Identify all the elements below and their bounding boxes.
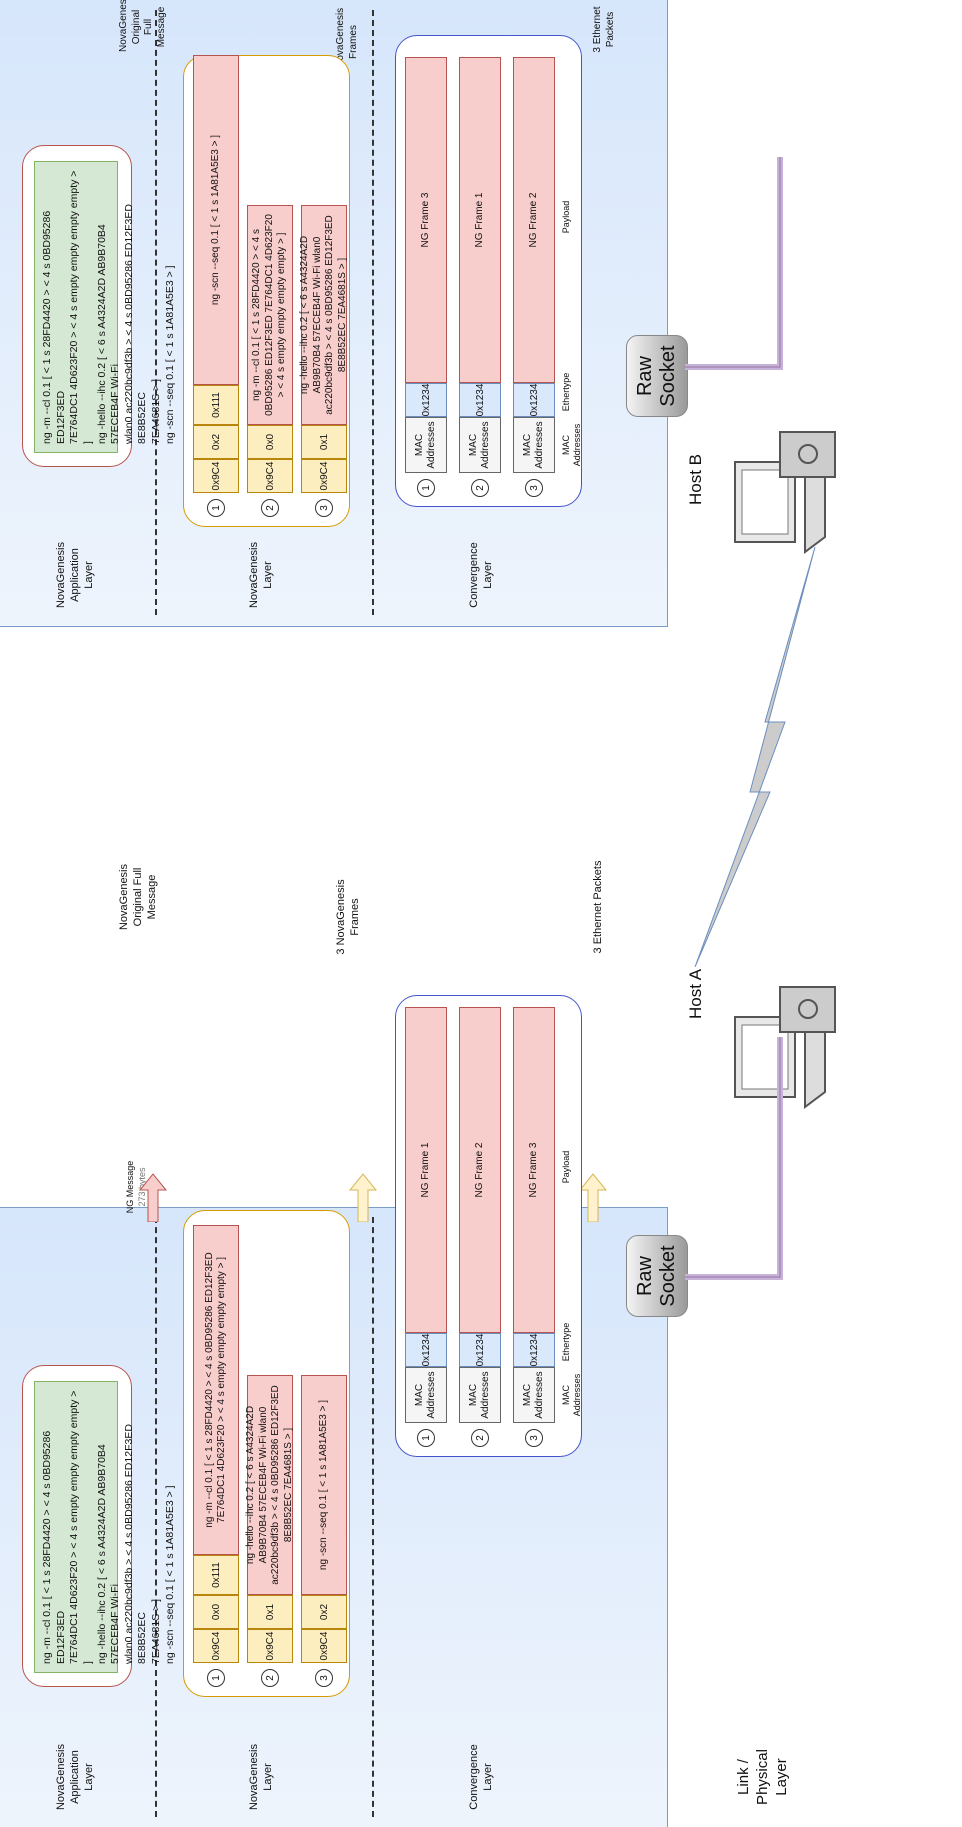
legend-ethertype: Ethertype (561, 1317, 572, 1367)
arrow-icon (578, 1172, 608, 1222)
legend-mac: MAC Addresses (561, 1367, 584, 1423)
frame-header-field: 0x1 (301, 425, 347, 459)
packet-number: 1 (417, 1429, 435, 1447)
ng-message-b: ng -m --cl 0.1 [ < 1 s 28FD4420 > < 4 s … (34, 161, 118, 453)
label-eth-packets-b: 3 Ethernet Packets (592, 2, 617, 57)
legend-ethertype: Ethertype (561, 367, 572, 417)
msg-line: ng -hello --ihc 0.2 [ < 6 s A4324A2D AB9… (96, 1390, 123, 1664)
msg-line: ng -hello --ihc 0.2 [ < 6 s A4324A2D AB9… (96, 170, 123, 444)
arrow-icon (138, 1172, 168, 1222)
frame-header-field: 0x0 (193, 1595, 239, 1629)
msg-line: 7EA4681S > ] (150, 1390, 164, 1664)
computer-icon (720, 422, 860, 562)
frame-number: 2 (261, 1669, 279, 1687)
frame-header-field: 0x9C4 (301, 1629, 347, 1663)
frame-payload: ng -scn --seq 0.1 [ < 1 s 1A81A5E3 > ] (193, 55, 239, 385)
msg-line: wlan0 ac220bc9df3b > < 4 s 0BD95286 ED12… (123, 170, 150, 444)
link-line-a (685, 1027, 795, 1287)
mac-addresses-field: MAC Addresses (405, 1367, 447, 1423)
frame-number: 3 (315, 499, 333, 517)
packet-number: 1 (417, 479, 435, 497)
arrow-icon (348, 1172, 378, 1222)
legend-payload: Payload (561, 1137, 572, 1197)
mac-addresses-field: MAC Addresses (459, 417, 501, 473)
label-eth-packets-a: 3 Ethernet Packets (592, 857, 606, 957)
link-line-b (685, 147, 795, 407)
frame-payload: ng -m --cl 0.1 [ < 1 s 28FD4420 > < 4 s … (193, 1225, 239, 1555)
packet-number: 2 (471, 1429, 489, 1447)
packet-payload: NG Frame 1 (459, 57, 501, 383)
msg-line: ng -m --cl 0.1 [ < 1 s 28FD4420 > < 4 s … (41, 170, 68, 444)
ethertype-field: 0x1234 (405, 1333, 447, 1367)
label-app-layer-b: NovaGenesis Application Layer (55, 535, 96, 615)
ethertype-field: 0x1234 (513, 1333, 555, 1367)
label-ng-layer-a: NovaGenesis Layer (248, 1737, 276, 1817)
label-conv-layer-a: Convergence Layer (468, 1737, 496, 1817)
label-app-layer-a: NovaGenesis Application Layer (55, 1737, 96, 1817)
ng-message-label-a: NG Message (125, 1152, 136, 1222)
legend-mac: MAC Addresses (561, 417, 584, 473)
ethertype-field: 0x1234 (513, 383, 555, 417)
mac-addresses-field: MAC Addresses (513, 417, 555, 473)
label-ng-layer-b: NovaGenesis Layer (248, 535, 276, 615)
packet-number: 3 (525, 1429, 543, 1447)
packet-payload: NG Frame 3 (513, 1007, 555, 1333)
msg-line: wlan0 ac220bc9df3b > < 4 s 0BD95286 ED12… (123, 1390, 150, 1664)
frame-header-field: 0x0 (247, 425, 293, 459)
label-link-layer: Link / Physical Layer (735, 1737, 791, 1817)
msg-line: 7E764DC1 4D623F20 > < 4 s empty empty em… (68, 170, 95, 444)
frame-header-field: 0x9C4 (301, 459, 347, 493)
host-a-label: Host A (686, 969, 706, 1019)
label-conv-layer-b: Convergence Layer (468, 535, 496, 615)
mac-addresses-field: MAC Addresses (513, 1367, 555, 1423)
packet-number: 3 (525, 479, 543, 497)
host-b-label: Host B (686, 454, 706, 505)
label-original-full-b: NovaGenesis Original Full Message (118, 2, 168, 52)
ethertype-field: 0x1234 (405, 383, 447, 417)
frame-header-field: 0x111 (193, 385, 239, 425)
packet-payload: NG Frame 3 (405, 57, 447, 383)
separator-ng-a (372, 1217, 374, 1817)
ng-message-a: ng -m --cl 0.1 [ < 1 s 28FD4420 > < 4 s … (34, 1381, 118, 1673)
separator-ng-b (372, 10, 374, 615)
frame-number: 1 (207, 499, 225, 517)
frame-header-field: 0x2 (301, 1595, 347, 1629)
frame-header-field: 0x1 (247, 1595, 293, 1629)
msg-line: 7EA4681S > ] (150, 170, 164, 444)
lightning-bolt-icon (690, 547, 870, 967)
msg-line: ng -m --cl 0.1 [ < 1 s 28FD4420 > < 4 s … (41, 1390, 68, 1664)
frame-header-field: 0x9C4 (247, 459, 293, 493)
raw-socket-b: Raw Socket (626, 335, 688, 417)
packet-payload: NG Frame 2 (459, 1007, 501, 1333)
msg-line: ng -scn --seq 0.1 [ < 1 s 1A81A5E3 > ] (164, 1390, 178, 1664)
frame-header-field: 0x9C4 (193, 1629, 239, 1663)
msg-line: 7E764DC1 4D623F20 > < 4 s empty empty em… (68, 1390, 95, 1664)
msg-line: ng -scn --seq 0.1 [ < 1 s 1A81A5E3 > ] (164, 170, 178, 444)
mac-addresses-field: MAC Addresses (405, 417, 447, 473)
raw-socket-a: Raw Socket (626, 1235, 688, 1317)
frame-header-field: 0x111 (193, 1555, 239, 1595)
packet-number: 2 (471, 479, 489, 497)
packet-payload: NG Frame 2 (513, 57, 555, 383)
frame-payload: ng -m --cl 0.1 [ < 1 s 28FD4420 > < 4 s … (247, 205, 293, 425)
frame-number: 2 (261, 499, 279, 517)
frame-header-field: 0x9C4 (247, 1629, 293, 1663)
frame-header-field: 0x2 (193, 425, 239, 459)
frame-payload: ng -hello --ihc 0.2 [ < 6 s A4324A2D AB9… (301, 205, 347, 425)
frame-header-field: 0x9C4 (193, 459, 239, 493)
label-ng-frames-a: 3 NovaGenesis Frames (335, 867, 363, 967)
ethertype-field: 0x1234 (459, 1333, 501, 1367)
frame-payload: ng -hello --ihc 0.2 [ < 6 s A4324A2D AB9… (247, 1375, 293, 1595)
packet-payload: NG Frame 1 (405, 1007, 447, 1333)
ethertype-field: 0x1234 (459, 383, 501, 417)
frame-number: 3 (315, 1669, 333, 1687)
label-original-full-a: NovaGenesis Original Full Message (118, 847, 159, 947)
mac-addresses-field: MAC Addresses (459, 1367, 501, 1423)
frame-payload: ng -scn --seq 0.1 [ < 1 s 1A81A5E3 > ] (301, 1375, 347, 1595)
frame-number: 1 (207, 1669, 225, 1687)
legend-payload: Payload (561, 187, 572, 247)
